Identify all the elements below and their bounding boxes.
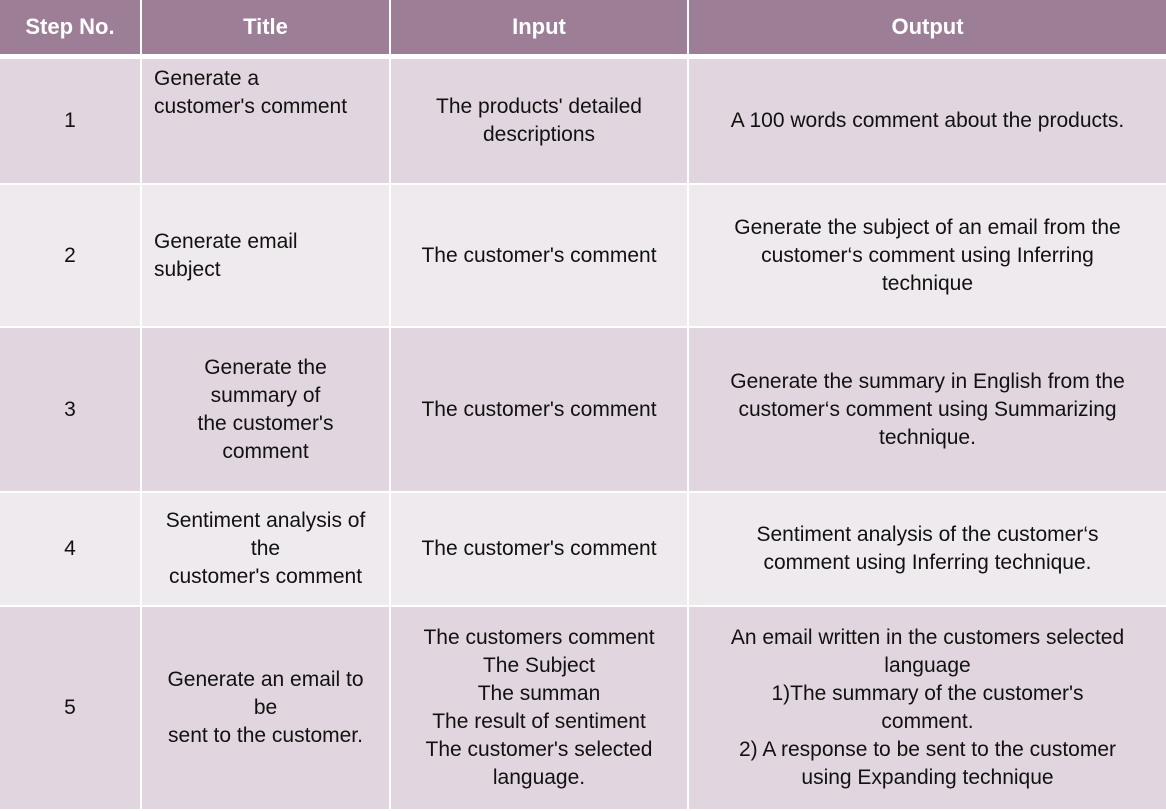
step-number: 4 [0,493,142,607]
step-output: Generate the subject of an email from th… [689,185,1166,328]
step-number: 3 [0,328,142,493]
step-input: The products' detailed descriptions [391,59,689,185]
table-row: 1 Generate a customer's comment The prod… [0,59,1166,185]
header-input: Input [391,0,689,59]
step-title: Generate a customer's comment [142,59,391,185]
table-row: 4 Sentiment analysis of the customer's c… [0,493,1166,607]
step-input: The customer's comment [391,185,689,328]
table-row: 2 Generate email subject The customer's … [0,185,1166,328]
step-input: The customers comment The Subject The su… [391,607,689,811]
header-step-no: Step No. [0,0,142,59]
step-number: 5 [0,607,142,811]
step-output: A 100 words comment about the products. [689,59,1166,185]
step-output: An email written in the customers select… [689,607,1166,811]
step-number: 2 [0,185,142,328]
step-title: Generate the summary of the customer's c… [142,328,391,493]
step-title: Generate email subject [142,185,391,328]
step-number: 1 [0,59,142,185]
step-output: Sentiment analysis of the customer‘s com… [689,493,1166,607]
step-title: Generate an email to be sent to the cust… [142,607,391,811]
table-row: 3 Generate the summary of the customer's… [0,328,1166,493]
table-row: 5 Generate an email to be sent to the cu… [0,607,1166,811]
step-input: The customer's comment [391,493,689,607]
step-title: Sentiment analysis of the customer's com… [142,493,391,607]
step-input: The customer's comment [391,328,689,493]
header-output: Output [689,0,1166,59]
header-title: Title [142,0,391,59]
step-output: Generate the summary in English from the… [689,328,1166,493]
header-row: Step No. Title Input Output [0,0,1166,59]
